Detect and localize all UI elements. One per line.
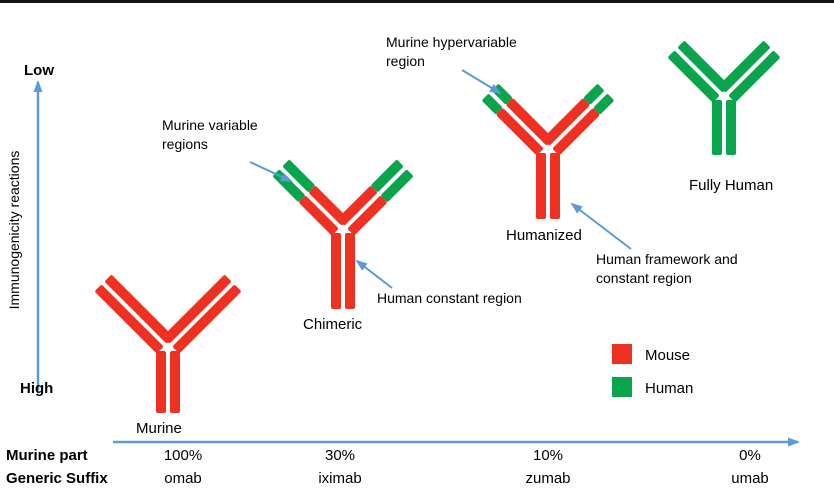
y-axis-title: Immunogenicity reactions: [6, 150, 22, 310]
antibody-arm: [95, 275, 173, 353]
generic-suffix-value-omab: omab: [164, 470, 202, 487]
generic-suffix-value-iximab: iximab: [318, 470, 362, 487]
antibody-arm: [668, 41, 729, 102]
antibody-label-humanized: Humanized: [506, 227, 582, 244]
antibody-stem: [726, 100, 736, 155]
antibody-stem: [156, 351, 166, 413]
antibody-label-fully-human: Fully Human: [689, 177, 774, 194]
annotation-murine-hypervariable-region: Murine hypervariable region: [386, 34, 517, 69]
antibody-label-murine: Murine: [136, 420, 182, 437]
antibody-stem: [331, 233, 341, 309]
human-constant-arrow: [355, 259, 393, 289]
antibody-stem: [550, 153, 560, 219]
y-axis-high-label: High: [20, 380, 54, 397]
annotation-murine-variable-regions: Murine variable regions: [162, 117, 258, 152]
y-axis-low-label: Low: [24, 62, 54, 79]
annotation-human-constant-region: Human constant region: [377, 290, 522, 306]
antibody-arm: [273, 160, 348, 235]
antibody-stem: [170, 351, 180, 413]
legend-label-mouse: Mouse: [645, 347, 691, 364]
murine-variable-arrow: [249, 161, 293, 182]
antibody-stem: [712, 100, 722, 155]
legend-swatch-mouse: [612, 344, 632, 364]
murine-part-value-100: 100%: [163, 447, 203, 464]
legend-label-human: Human: [645, 380, 694, 397]
generic-suffix-row-label: Generic Suffix: [6, 470, 108, 487]
antibody-stem: [345, 233, 355, 309]
antibody-murine: [95, 275, 241, 413]
human-framework-arrow: [570, 202, 632, 250]
antibody-arm: [482, 84, 553, 155]
murine-part-value-0: 0%: [739, 447, 761, 464]
generic-suffix-value-zumab: zumab: [525, 470, 571, 487]
antibody-label-chimeric: Chimeric: [303, 316, 363, 333]
murine-part-row-label: Murine part: [6, 447, 88, 464]
antibody-chimeric: [273, 160, 413, 309]
top-window-edge: [0, 0, 834, 3]
murine-part-value-30: 30%: [324, 447, 356, 464]
antibody-arm: [338, 160, 413, 235]
murine-hypervariable-arrow: [461, 69, 502, 95]
antibody-fully-human: [668, 41, 780, 155]
murine-part-value-10: 10%: [532, 447, 564, 464]
generic-suffix-value-umab: umab: [731, 470, 769, 487]
antibody-stem: [536, 153, 546, 219]
annotation-human-framework-constant-region: Human framework and constant region: [596, 251, 738, 286]
antibody-arm: [163, 275, 241, 353]
antibody-humanized: [482, 84, 614, 219]
antibody-arm: [719, 41, 780, 102]
antibody-arm: [543, 84, 614, 155]
legend-swatch-human: [612, 377, 632, 397]
